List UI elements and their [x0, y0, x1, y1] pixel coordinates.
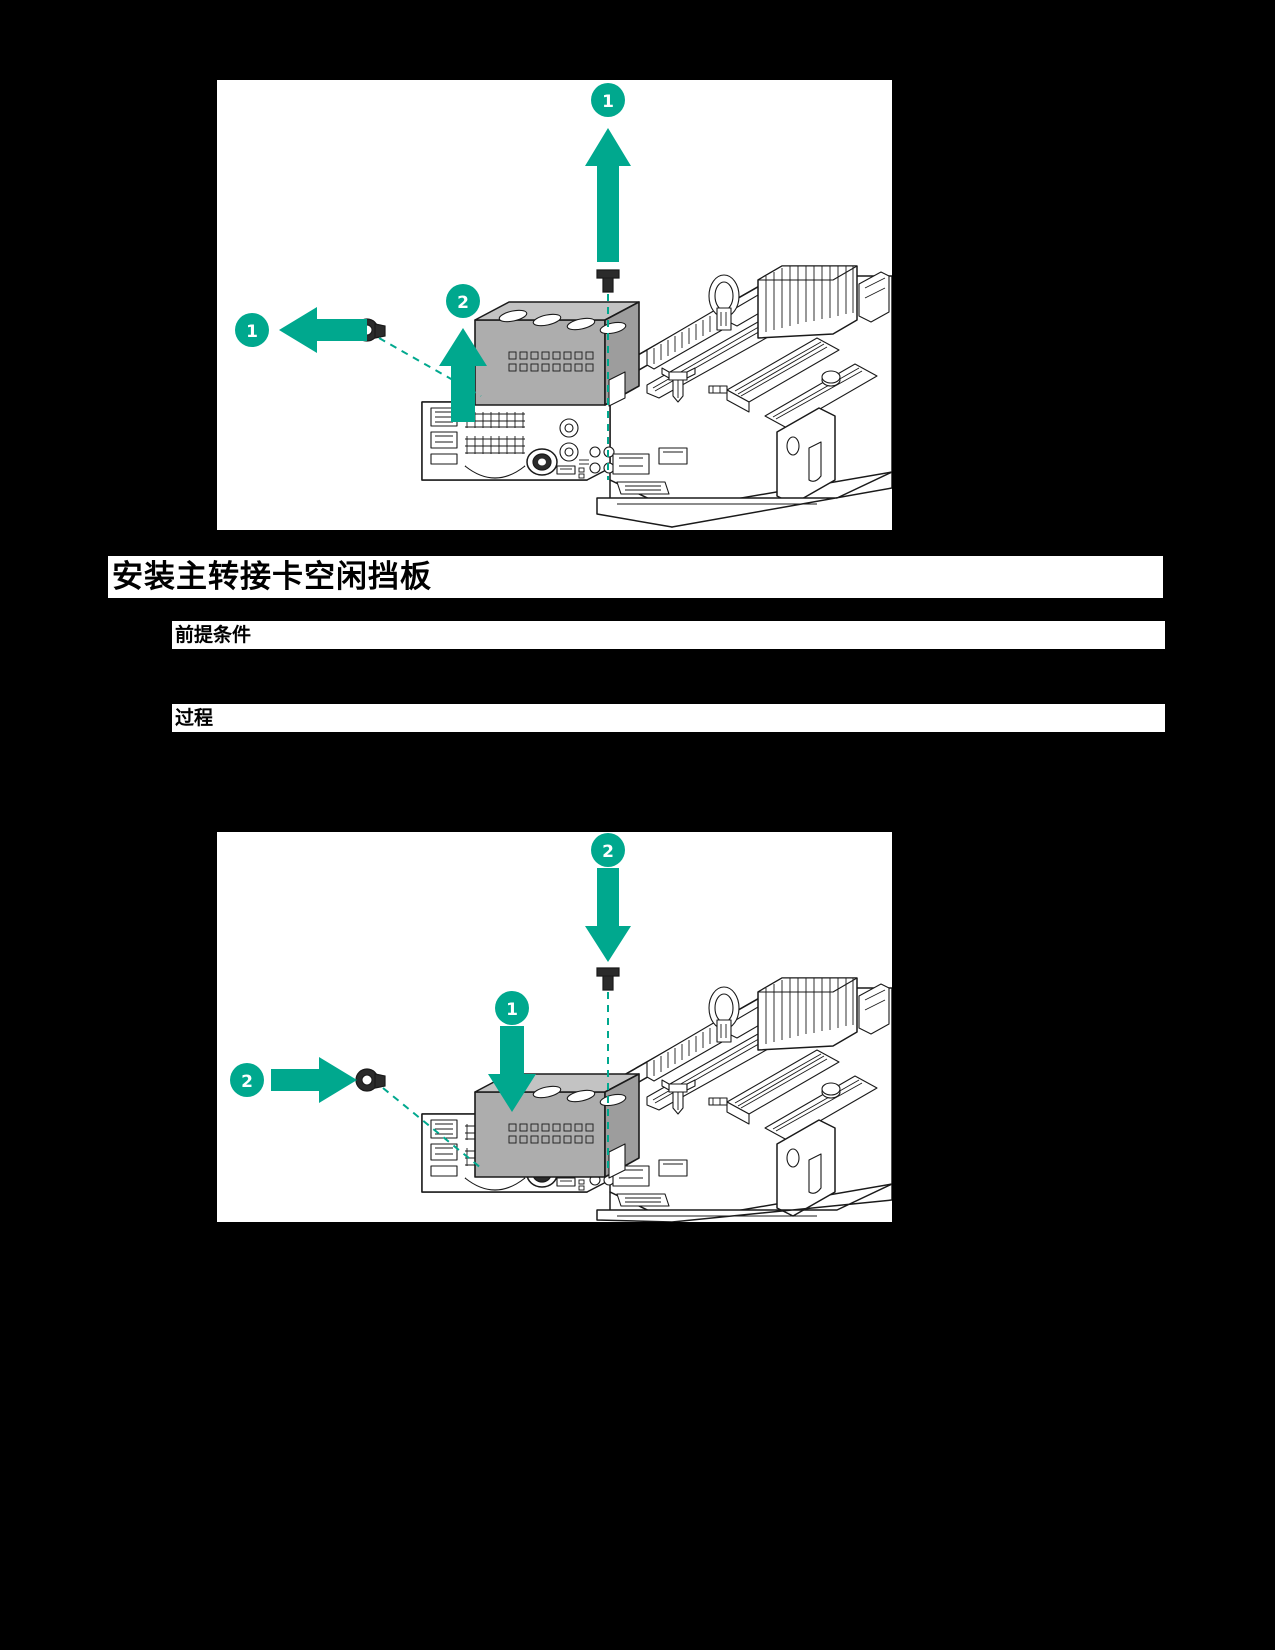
dimm-slot-group: [726, 337, 878, 429]
incoming-thumbscrew: [355, 1068, 386, 1092]
page-title: 安装主转接卡空闲挡板: [112, 558, 432, 595]
heatsink-retention-clip: [858, 271, 890, 323]
primary-riser-blank: [474, 301, 640, 407]
io-round-ports: [559, 418, 615, 479]
callout-label: 1: [246, 322, 258, 342]
chassis-front-bracket: [776, 1119, 836, 1217]
system-battery: [708, 986, 740, 1043]
usb-ports: [556, 465, 576, 475]
processor-heatsink: [757, 265, 858, 339]
heatsink-retention-clip: [858, 983, 890, 1035]
board-standoff-pin: [661, 1079, 696, 1115]
figure-installing-riser-blank: .b-ln{fill:none;stroke:#1a1a1a;stroke-wi…: [217, 832, 892, 1222]
board-standoff-small: [708, 1097, 728, 1106]
board-screw-boss: [821, 370, 841, 387]
nic-port: [612, 453, 650, 475]
callout-label: 2: [241, 1072, 253, 1092]
blank-vent-grid: [508, 351, 594, 372]
processor-heatsink: [757, 977, 858, 1051]
system-board-assembly: [596, 977, 892, 1222]
blank-vent-grid: [508, 1123, 594, 1144]
io-port-group-left: [430, 407, 458, 465]
panel-handle: [464, 1177, 526, 1191]
section-heading-band: 安装主转接卡空闲挡板: [108, 556, 1163, 598]
callout-label: 1: [602, 92, 614, 112]
board-standoff-small: [708, 385, 728, 394]
riser-screw: [596, 269, 620, 293]
board-standoff-pin: [661, 367, 696, 403]
board-screw-boss: [821, 1082, 841, 1099]
callout-label: 2: [602, 842, 614, 862]
callout-1-riser-blank: 1: [488, 991, 536, 1112]
captive-thumbscrew-installed: [526, 448, 558, 476]
panel-handle: [464, 465, 526, 479]
figure-removing-riser-blank: .ln{fill:none;stroke:#1a1a1a;stroke-widt…: [217, 80, 892, 530]
procedure-heading-band: 过程: [172, 704, 1165, 732]
vga-port: [616, 481, 670, 495]
io-port-group-left: [430, 1119, 458, 1177]
blank-knockouts: [498, 309, 627, 335]
system-battery: [708, 274, 740, 331]
riser-screw: [596, 967, 620, 991]
callout-label: 2: [457, 293, 469, 313]
callout-label: 1: [506, 1000, 518, 1020]
vga-port: [616, 1193, 670, 1207]
procedure-heading: 过程: [175, 706, 214, 729]
prerequisites-heading: 前提条件: [175, 623, 252, 646]
chassis-front-bracket: [776, 407, 836, 505]
thumbscrew-alignment-line: [382, 1087, 482, 1169]
usb-ports: [556, 1177, 576, 1187]
callout-1-screw: 1: [585, 83, 631, 262]
prerequisites-heading-band: 前提条件: [172, 621, 1165, 649]
callout-2-thumbscrew: 2: [230, 1057, 357, 1103]
callout-2-riser-blank: 2: [439, 284, 487, 422]
callout-1-thumbscrew: 1: [235, 307, 367, 353]
dimm-slot-group: [726, 1049, 878, 1141]
callout-2-screw: 2: [585, 833, 631, 962]
